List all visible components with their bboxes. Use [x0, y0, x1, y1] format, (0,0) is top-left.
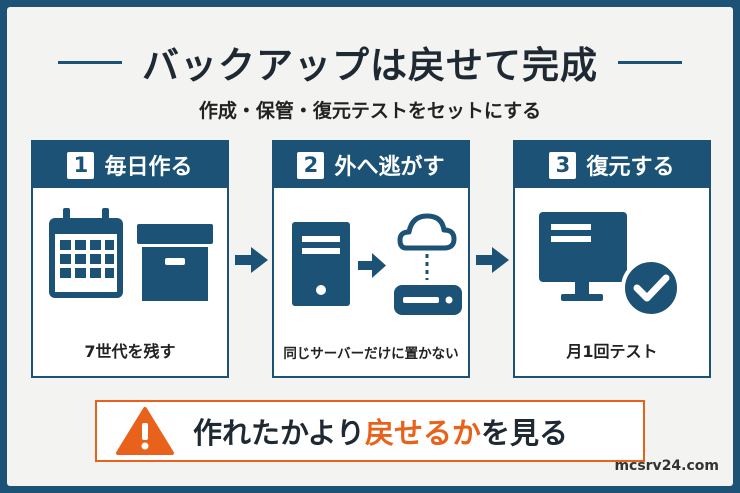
step-label: 外へ逃がす — [334, 155, 445, 180]
storage-drive-icon — [394, 285, 462, 315]
archive-box-icon — [137, 224, 213, 301]
key-message: 作れたかより戻せるかを見る — [193, 410, 568, 452]
key-message-highlight: 戻せるか — [364, 416, 481, 450]
step-label: 復元する — [586, 155, 675, 180]
step-number-badge: 2 — [297, 151, 325, 179]
title-row: バックアップは戻せて完成 — [7, 37, 733, 87]
arrow-right-icon — [358, 253, 386, 278]
key-message-lead: 作れたかより — [193, 416, 365, 450]
step-card-header: 3 復元する — [515, 142, 709, 188]
monitor-icon — [539, 212, 627, 301]
arrow-right-icon — [476, 247, 509, 273]
warning-icon — [116, 407, 174, 455]
key-message-tail: を見る — [481, 416, 569, 450]
check-circle-icon — [621, 258, 681, 318]
step-3-illustration — [515, 190, 709, 326]
step-caption: 同じサーバーだけに置かない — [283, 346, 459, 362]
key-message-banner: 作れたかより戻せるかを見る — [95, 400, 645, 462]
step-card-header: 2 外へ逃がす — [274, 142, 468, 188]
step-1-illustration — [33, 190, 227, 326]
step-card-1: 1 毎日作る — [31, 140, 229, 378]
arrow-right-icon — [235, 247, 268, 273]
step-label: 毎日作る — [104, 155, 193, 180]
step-card-header: 1 毎日作る — [33, 142, 227, 188]
step-number-badge: 3 — [549, 151, 577, 179]
title-right-rule — [618, 60, 682, 64]
site-domain: mcsrv24.com — [614, 458, 719, 474]
step-caption: 月1回テスト — [566, 342, 658, 361]
cloud-icon — [397, 213, 457, 280]
step-caption: 7世代を残す — [84, 342, 176, 361]
calendar-icon — [49, 208, 123, 298]
infographic-frame: バックアップは戻せて完成 作成・保管・復元テストをセットにする 1 毎日作る — [7, 7, 733, 486]
title-left-rule — [58, 60, 122, 64]
page-subtitle: 作成・保管・復元テストをセットにする — [198, 100, 542, 122]
server-tower-icon — [292, 222, 350, 306]
step-number-badge: 1 — [67, 151, 95, 179]
step-2-illustration — [274, 190, 468, 326]
step-card-2: 2 外へ逃がす — [272, 140, 470, 378]
page-title: バックアップは戻せて完成 — [142, 44, 598, 87]
step-card-3: 3 復元する 月1回テスト — [513, 140, 711, 378]
